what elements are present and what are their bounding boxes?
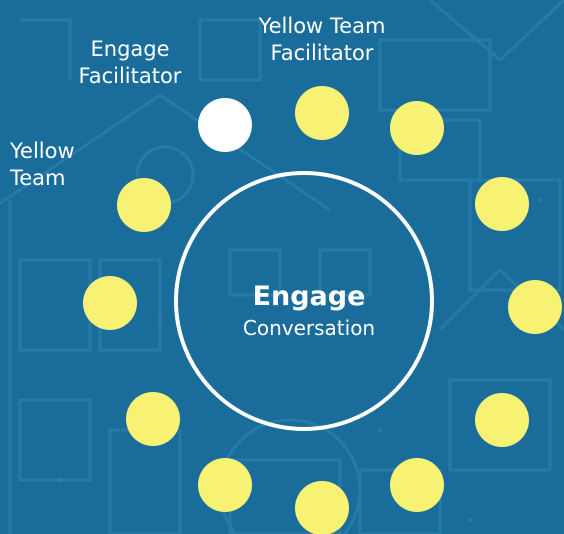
center-subtitle: Conversation [242,316,376,340]
yellow-team-seat [126,392,180,446]
engage-facilitator-seat [198,98,252,152]
yellow-team-seat [390,458,444,512]
yellow-team-facilitator-label-line-2: Facilitator [270,41,374,65]
yellow-team-seat [83,276,137,330]
engage-facilitator-label-line-1: Engage [90,37,170,61]
yellow-team-seat [117,178,171,232]
yellow-team-facilitator-seat [295,86,349,140]
conversation-circle [174,171,434,431]
yellow-team-seat [198,458,252,512]
engage-facilitator-label: Engage Facilitator [62,36,198,90]
yellow-team-label: Yellow Team [10,138,100,192]
yellow-team-seat [475,177,529,231]
yellow-team-seat [295,481,349,534]
yellow-team-seat [508,280,562,334]
yellow-team-facilitator-label: Yellow Team Facilitator [232,13,412,67]
yellow-team-label-line-1: Yellow [10,139,75,163]
center-title: Engage [252,281,366,312]
yellow-team-label-line-2: Team [10,166,66,190]
yellow-team-seat [390,101,444,155]
yellow-team-facilitator-label-line-1: Yellow Team [258,14,386,38]
engage-facilitator-label-line-2: Facilitator [78,64,182,88]
yellow-team-seat [475,393,529,447]
